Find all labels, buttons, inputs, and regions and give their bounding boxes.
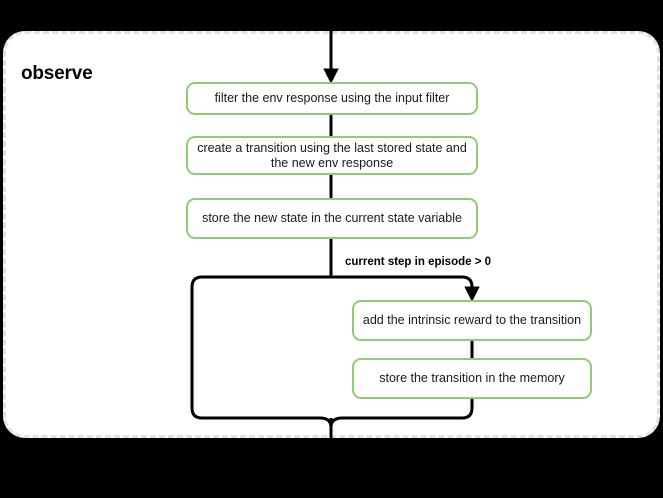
node-store-transition-memory[interactable]: store the transition in the memory: [352, 358, 592, 399]
node-filter-env-response[interactable]: filter the env response using the input …: [186, 82, 478, 115]
node-create-transition[interactable]: create a transition using the last store…: [186, 136, 478, 175]
node-add-intrinsic-reward[interactable]: add the intrinsic reward to the transiti…: [352, 300, 592, 341]
observe-subgraph-title: observe: [21, 63, 93, 84]
node-store-new-state[interactable]: store the new state in the current state…: [186, 198, 478, 239]
edge-label-current-step-condition: current step in episode > 0: [345, 256, 492, 268]
